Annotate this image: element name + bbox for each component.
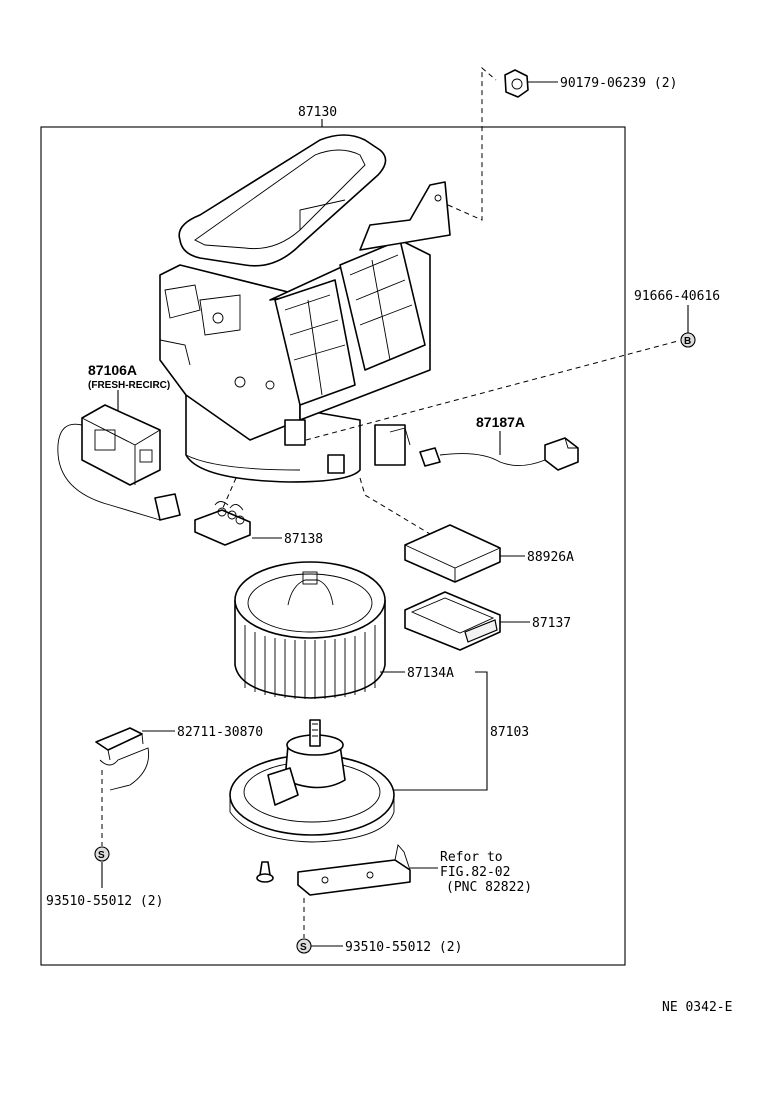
label-87134A: 87134A xyxy=(407,666,454,681)
nut-drawing xyxy=(504,69,529,98)
label-91666-40616: 91666-40616 xyxy=(634,289,720,304)
s-marker-icon-left xyxy=(94,846,110,862)
label-87103: 87103 xyxy=(490,725,529,740)
b-marker-text: B xyxy=(684,336,691,347)
figure-code: NE 0342-E xyxy=(662,1000,732,1015)
fan-drawing xyxy=(234,561,386,699)
servo-motor-drawing xyxy=(57,404,181,521)
resistor-drawing xyxy=(194,501,251,546)
blower-motor-drawing xyxy=(229,719,395,843)
label-90179-06239: 90179-06239 (2) xyxy=(560,76,677,91)
label-fresh-recirc: (FRESH-RECIRC) xyxy=(88,380,170,391)
wire-harness-drawing xyxy=(419,437,579,471)
label-refer-line1: Refor to xyxy=(440,850,503,865)
motor-assy-bracket xyxy=(390,671,488,791)
assembly-frame xyxy=(40,126,626,966)
label-87137: 87137 xyxy=(532,616,571,631)
screw-drawing xyxy=(256,861,274,883)
label-87138: 87138 xyxy=(284,532,323,547)
filter-drawing xyxy=(404,524,501,583)
label-refer-line3: (PNC 82822) xyxy=(446,880,532,895)
label-93510-55012-left: 93510-55012 (2) xyxy=(46,894,163,909)
filter-case-drawing xyxy=(404,591,501,651)
label-refer-line2: FIG.82-02 xyxy=(440,865,510,880)
label-82711-30870: 82711-30870 xyxy=(177,725,263,740)
bolt-b-leader xyxy=(305,340,679,441)
bracket-plate-drawing xyxy=(297,844,411,896)
s-marker-text-left: S xyxy=(98,850,105,861)
clamp-drawing xyxy=(95,727,150,791)
label-93510-55012-bottom: 93510-55012 (2) xyxy=(345,940,462,955)
s-marker-text-bottom: S xyxy=(300,942,307,953)
label-88926A: 88926A xyxy=(527,550,574,565)
label-87187A: 87187A xyxy=(476,414,525,430)
resistor-dashed-leader xyxy=(221,477,237,511)
label-87106A: 87106A xyxy=(88,362,137,378)
blower-housing-drawing xyxy=(159,134,451,483)
label-87130: 87130 xyxy=(298,105,337,120)
filter-dashed-leader xyxy=(359,477,441,541)
